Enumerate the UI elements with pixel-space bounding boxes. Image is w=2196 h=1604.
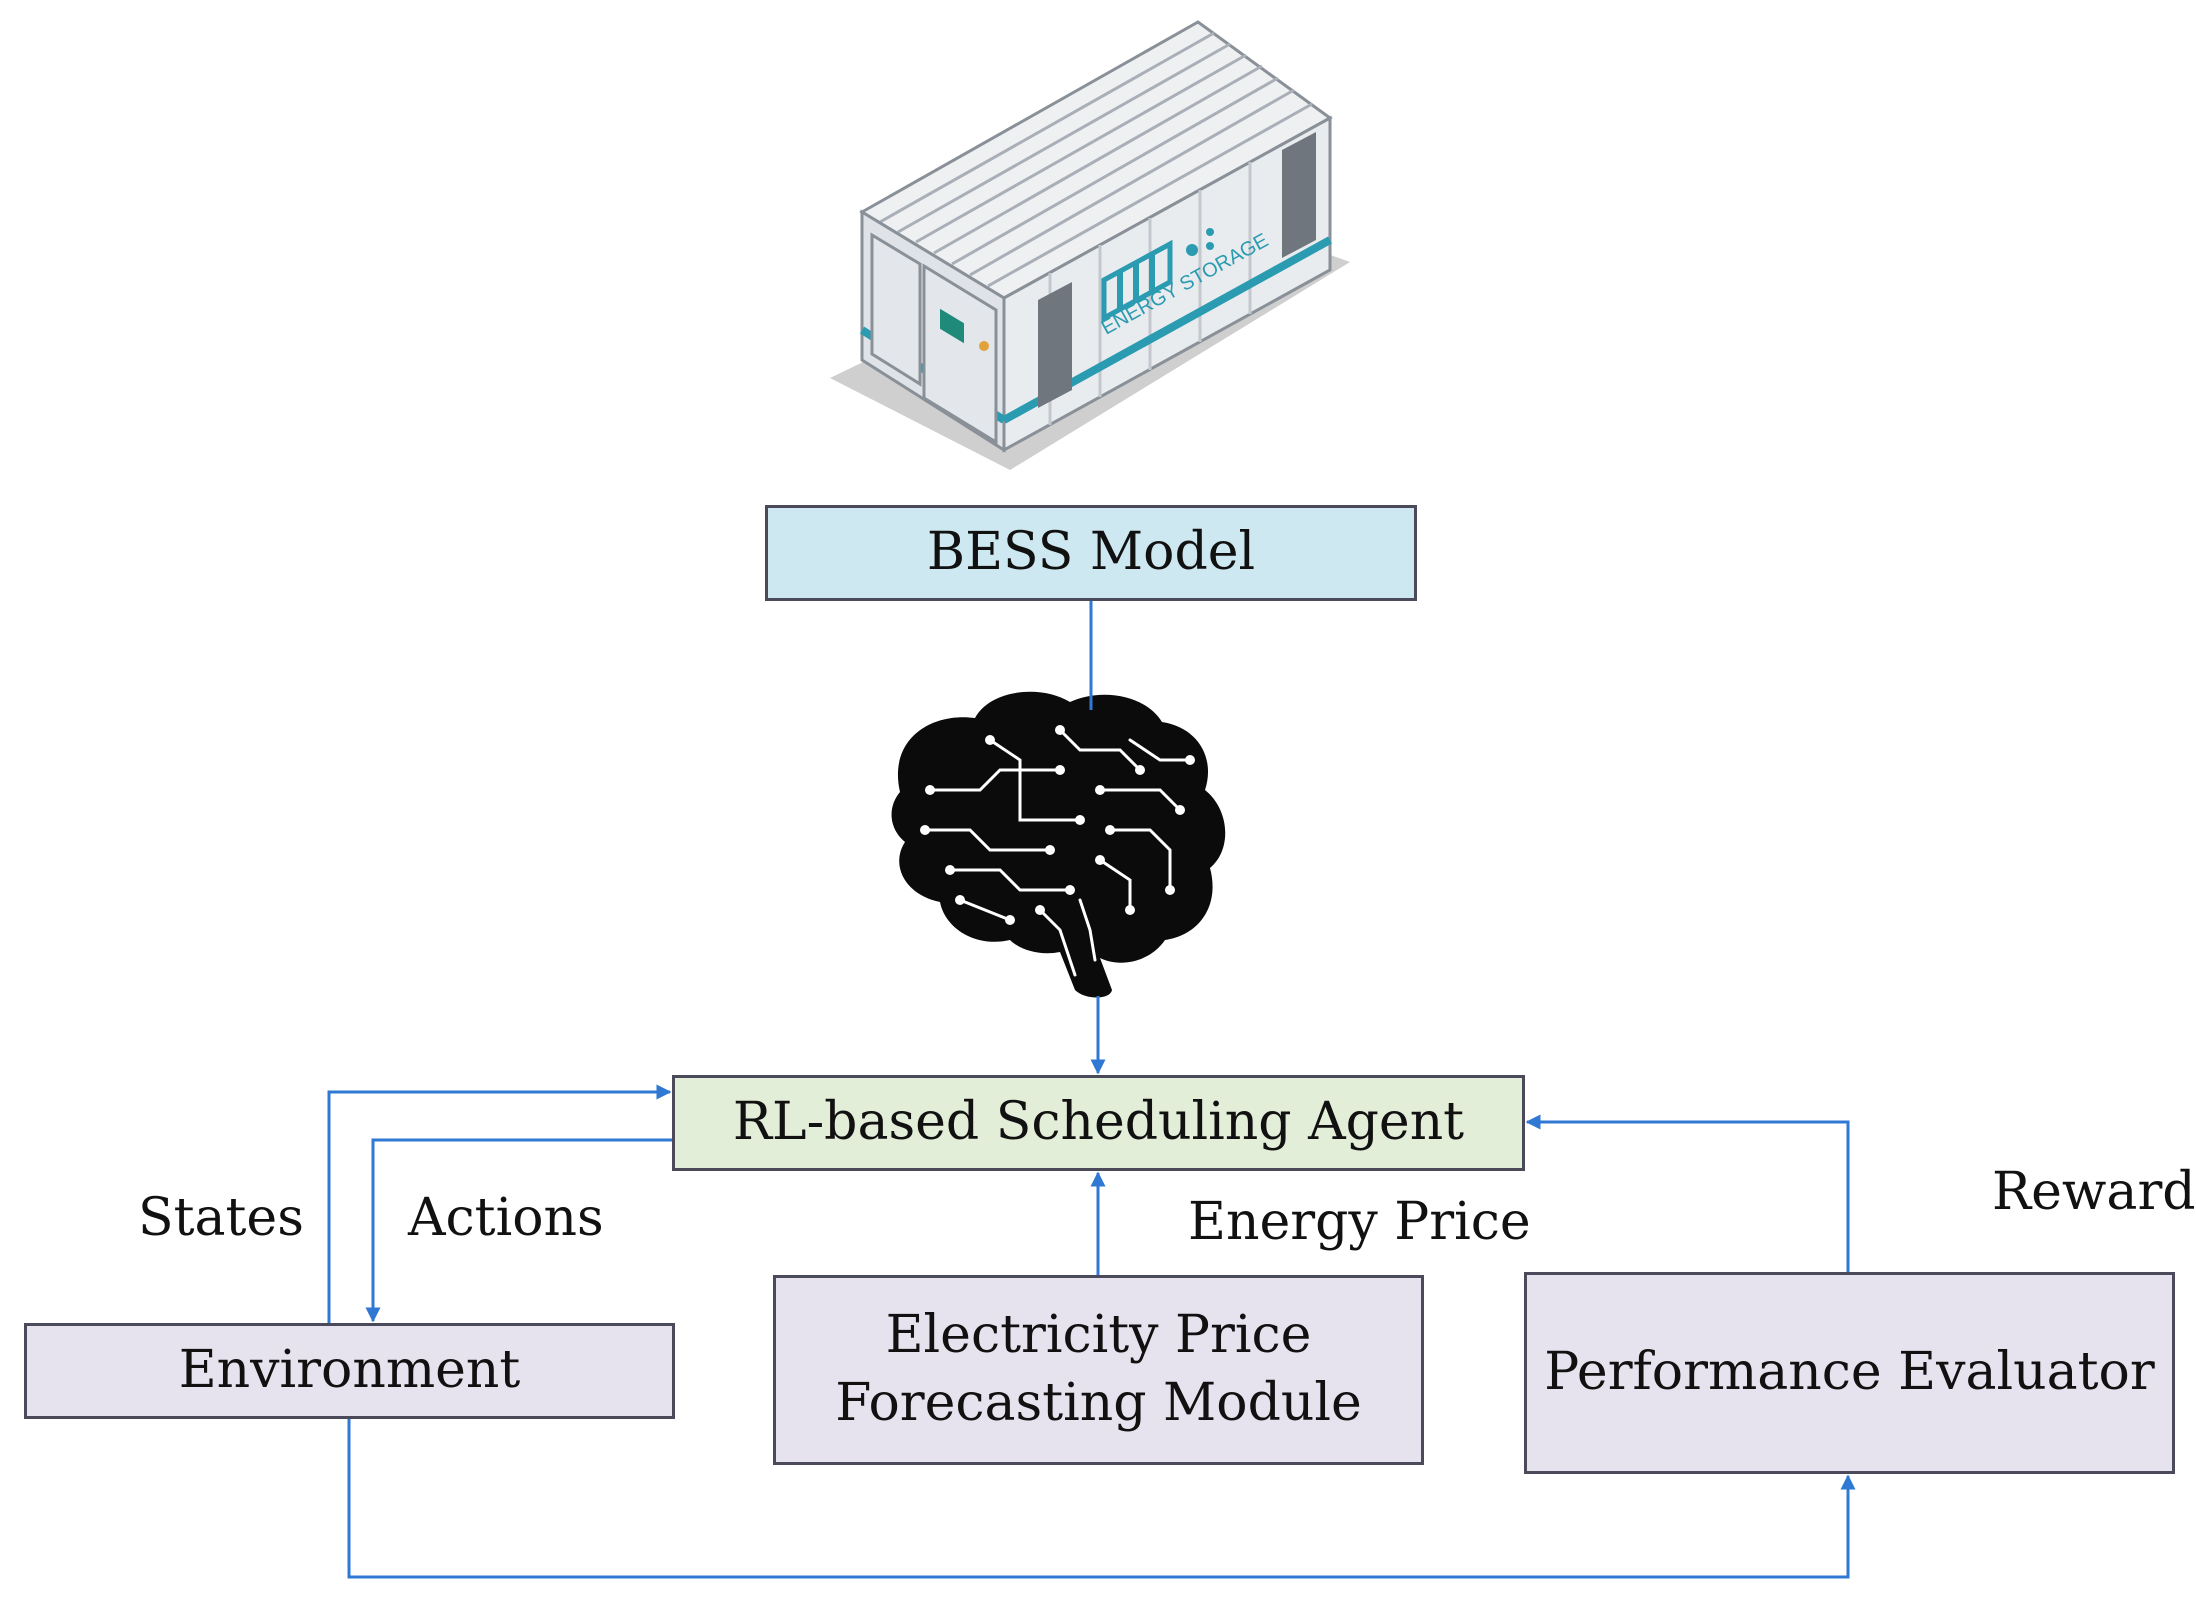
battery-emblem-icon [1101, 228, 1214, 323]
bess-model-label: BESS Model [926, 522, 1256, 583]
actions-label: Actions [408, 1188, 604, 1248]
bess-model-box: BESS Model [765, 505, 1417, 601]
forecasting-label-line1: Electricity Price [885, 1305, 1312, 1366]
edge-states [327, 1084, 672, 1323]
environment-label: Environment [178, 1340, 521, 1401]
connectors [327, 601, 1856, 1579]
edge-reward [1525, 1114, 1850, 1272]
performance-evaluator-label: Performance Evaluator [1544, 1342, 2155, 1403]
scheduling-agent-label: RL-based Scheduling Agent [732, 1092, 1465, 1153]
forecasting-label-line2: Forecasting Module [835, 1373, 1362, 1433]
energy-price-label: Energy Price [1188, 1192, 1531, 1252]
neural-brain-icon [891, 691, 1226, 998]
edge-environment-to-evaluator [347, 1419, 1856, 1579]
edge-actions [365, 1138, 672, 1323]
environment-box: Environment [24, 1323, 675, 1419]
scheduling-agent-box: RL-based Scheduling Agent [672, 1075, 1525, 1171]
energy-storage-container-illustration: ENERGY STORAGE [830, 20, 1350, 470]
reward-label: Reward [1992, 1162, 2196, 1222]
price-forecasting-box: Electricity Price Forecasting Module [773, 1275, 1424, 1465]
states-label: States [138, 1188, 304, 1248]
performance-evaluator-box: Performance Evaluator [1524, 1272, 2175, 1474]
